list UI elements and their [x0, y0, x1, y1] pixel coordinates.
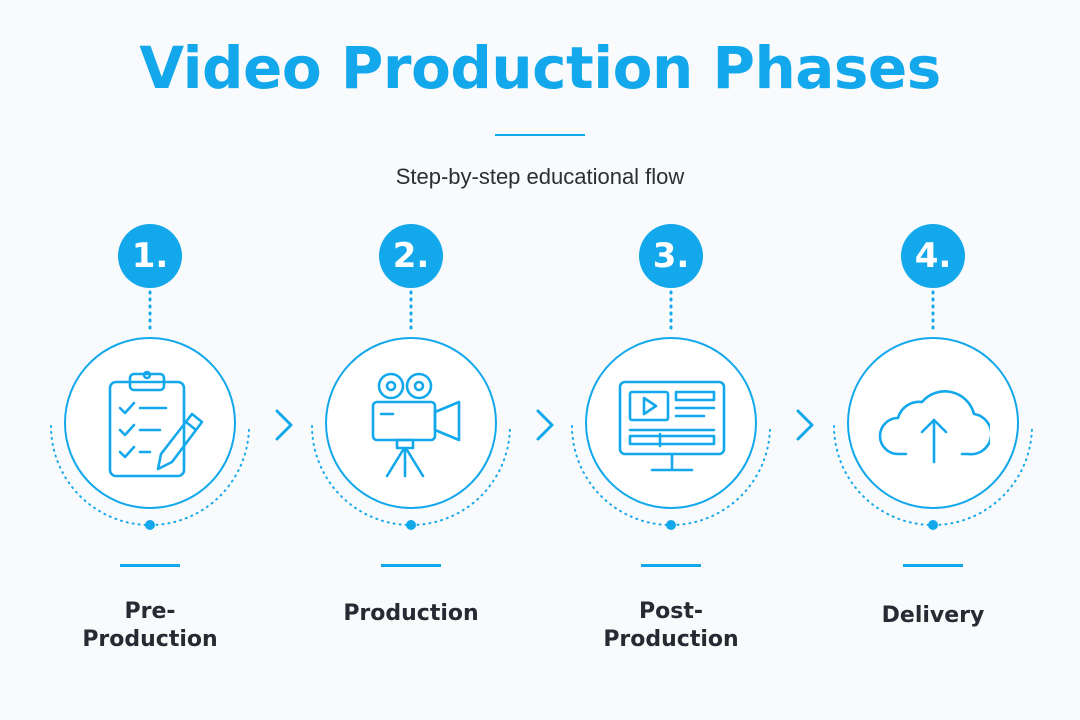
phase-post-production: 3. Post- Production: [561, 220, 781, 680]
phase-label: Production: [343, 601, 479, 626]
phase-label-divider: [641, 564, 701, 567]
page-title: Video Production Phases: [139, 34, 941, 102]
chevron-right-icon: [275, 409, 293, 441]
page-subtitle: Step-by-step educational flow: [395, 164, 685, 189]
clipboard-checklist-pencil-icon: [108, 370, 204, 478]
video-editing-monitor-icon: [618, 380, 726, 472]
phase-label: Post- Production: [603, 599, 739, 652]
phase-label-divider: [381, 564, 441, 567]
cloud-upload-icon: [878, 390, 990, 464]
phase-label-divider: [903, 564, 963, 567]
film-camera-tripod-icon: [371, 372, 461, 478]
phase-frame: [311, 290, 511, 530]
title-divider: [495, 134, 585, 136]
phase-label: Delivery: [881, 603, 985, 628]
phase-production: 2. Production: [301, 220, 521, 680]
chevron-right-icon: [536, 409, 554, 441]
phase-frame: [571, 290, 771, 530]
phase-number-badge: 4.: [901, 224, 965, 288]
phase-label: Pre- Production: [82, 599, 218, 652]
phase-frame: [50, 290, 250, 530]
phase-pre-production: 1. Pre- Production: [40, 220, 260, 680]
phase-label-divider: [120, 564, 180, 567]
chevron-right-icon: [796, 409, 814, 441]
phase-number-badge: 3.: [639, 224, 703, 288]
phase-number-badge: 1.: [118, 224, 182, 288]
phase-number-badge: 2.: [379, 224, 443, 288]
phase-delivery: 4. Delivery: [823, 220, 1043, 680]
